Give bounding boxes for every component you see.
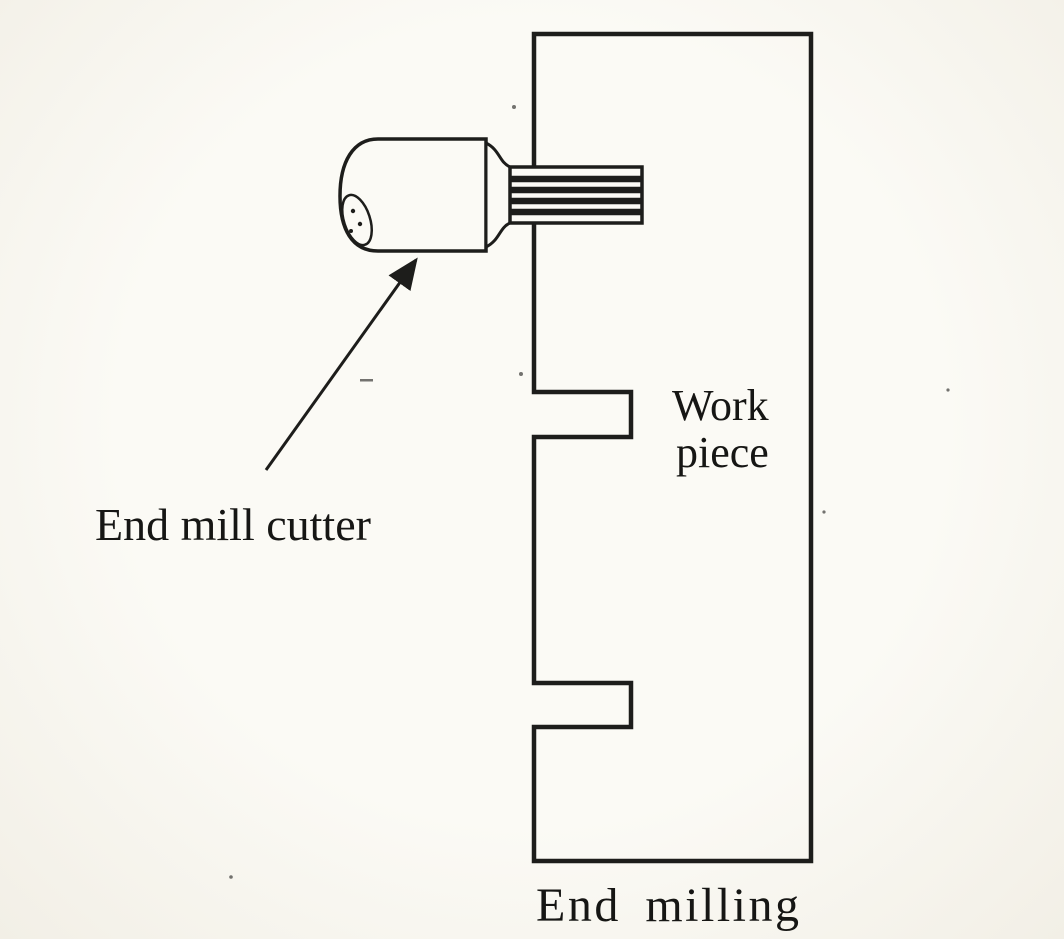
end-mill-cutter	[338, 137, 644, 253]
cutter-end-face-dot	[350, 208, 356, 214]
scan-speckle	[229, 875, 233, 879]
workpiece-outline	[531, 31, 814, 864]
cutter-end-face	[341, 193, 373, 247]
scan-speckle	[946, 388, 950, 392]
scan-speckle	[360, 379, 373, 382]
cutter-body	[338, 137, 488, 253]
workpiece-label-line1: Work	[672, 381, 769, 430]
cutter-end-face-dot	[349, 229, 353, 233]
diagram-caption: End milling	[536, 879, 802, 932]
scan-speckle	[519, 372, 523, 376]
cutter-pointer-arrow	[264, 257, 418, 471]
cutter-flutes	[508, 165, 644, 225]
cutter-label: End mill cutter	[95, 499, 371, 550]
scan-speckle	[512, 105, 516, 109]
cutter-end-face-dot	[357, 221, 363, 227]
scan-speckle	[822, 510, 826, 514]
cutter-neck	[484, 140, 512, 250]
workpiece-label-line2: piece	[676, 428, 769, 477]
